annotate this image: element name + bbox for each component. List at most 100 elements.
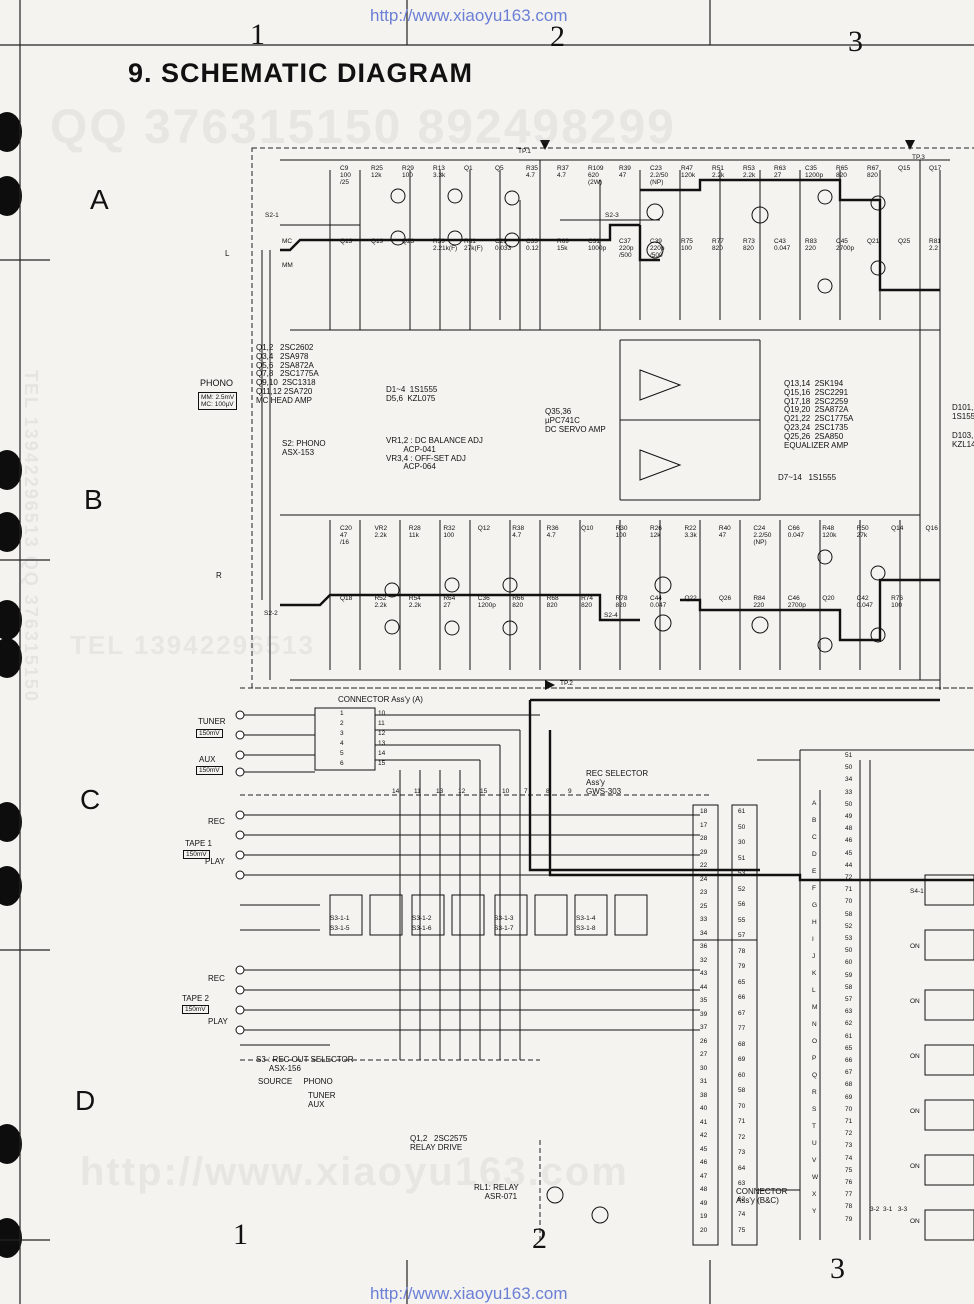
component-value: Q21 <box>867 237 880 245</box>
component-value: Q1 <box>464 165 473 172</box>
s2-4-label: S2-4 <box>604 612 618 619</box>
tuner-spec: 150mV <box>196 729 223 738</box>
tape1-label: TAPE 1 <box>185 839 212 848</box>
watermark-qq: QQ 376315150 892498299 <box>50 101 676 154</box>
component-value: C35 1200p <box>805 165 824 179</box>
pin-number: ON <box>910 1218 920 1225</box>
pin-number: 75 <box>845 1166 853 1174</box>
d103-label: D103,1 KZL14 <box>952 431 974 449</box>
punch-hole <box>0 802 22 842</box>
pin-number: 43 <box>700 970 708 977</box>
pin-number: 60 <box>738 1071 746 1079</box>
pin-number: F <box>812 885 816 892</box>
pin-number: 20 <box>700 1226 708 1234</box>
pin-number: 45 <box>845 849 853 857</box>
pin-number: S <box>812 1106 817 1113</box>
tp1-label: TP.1 <box>518 148 531 155</box>
binder-edge <box>0 0 40 1304</box>
component-value: Q14 <box>891 525 904 532</box>
pin-number: S3-1-3 <box>494 915 514 922</box>
pin-number: 25 <box>700 902 708 910</box>
pin-number: 57 <box>738 932 746 939</box>
pin-number: 65 <box>845 1044 853 1052</box>
pin-number: N <box>812 1021 817 1028</box>
s2-3-label: S2-3 <box>605 212 619 219</box>
component-value: R61 27k(F) <box>464 237 483 252</box>
pin-number: 62 <box>845 1020 853 1028</box>
component-value: R29 100 <box>402 165 414 179</box>
pin-number: 2 <box>340 720 344 727</box>
pin-number: 44 <box>700 983 708 991</box>
pin-number: H <box>812 919 817 926</box>
pin-number: U <box>812 1140 817 1147</box>
punch-hole <box>0 176 22 216</box>
pin-number: S4-1 <box>910 888 924 895</box>
pin-number: 32 <box>700 956 708 964</box>
component-value: R69 15k <box>557 237 569 252</box>
pin-number: 30 <box>700 1064 708 1072</box>
pin-number: S3-1-1 <box>330 915 350 922</box>
pin-number: 29 <box>700 848 708 856</box>
component-value: R83 220 <box>805 237 817 252</box>
column-number-1: 1 <box>250 18 265 51</box>
pin-number: 14 <box>392 788 400 795</box>
s2-1-label: S2-1 <box>265 212 279 219</box>
pin-number: E <box>812 868 817 875</box>
pin-number: 56 <box>738 901 746 908</box>
pin-number: 79 <box>845 1215 853 1223</box>
aux-spec: 150mV <box>196 766 223 775</box>
pin-number: 14 <box>378 750 386 757</box>
pin-number: 71 <box>845 1118 853 1125</box>
pin-number: 65 <box>738 978 746 986</box>
phono-switch-label: S2: PHONO ASX-153 <box>282 439 326 457</box>
pin-number: 67 <box>738 1009 746 1017</box>
pin-number: 77 <box>845 1191 853 1199</box>
pin-number: 49 <box>700 1199 708 1207</box>
pin-number: 47 <box>700 1172 708 1180</box>
pin-number: 17 <box>700 821 708 829</box>
pin-number: 24 <box>700 875 708 883</box>
component-value: R30 100 <box>615 525 628 539</box>
pin-number: 6 <box>340 760 344 767</box>
mc-label: MC <box>282 238 293 245</box>
pin-number: 12 <box>378 730 386 737</box>
pin-number: 69 <box>845 1093 853 1101</box>
pin-number: Q <box>812 1072 818 1079</box>
component-value: C29 0.033 <box>495 237 512 252</box>
pin-number: 67 <box>845 1069 853 1077</box>
component-value: R59 2.21k(F) <box>433 237 458 252</box>
component-value: Q23 <box>402 237 415 245</box>
watermark-tel: TEL 13942296513 <box>70 630 315 660</box>
pin-number: 53 <box>845 935 853 942</box>
pin-number: 64 <box>738 1164 746 1172</box>
pin-number: T <box>812 1123 816 1130</box>
pin-number: 50 <box>845 800 853 808</box>
pin-number: 73 <box>738 1149 746 1156</box>
pin-number: V <box>812 1157 817 1164</box>
pin-number: B <box>812 817 817 824</box>
pin-number: 38 <box>700 1091 708 1099</box>
component-value: Q10 <box>581 525 594 532</box>
component-value: R63 27 <box>774 165 786 179</box>
tuner-aux-label: TUNER AUX <box>308 1091 336 1109</box>
component-value: C24 2.2/50 (NP) <box>753 525 772 546</box>
component-value: Q22 <box>684 595 697 602</box>
rec-selector-label: REC SELECTOR Ass'y GWS-303 <box>586 769 649 796</box>
column-number-2-bottom: 2 <box>532 1222 547 1255</box>
pin-number: 59 <box>845 971 853 979</box>
pin-number: 63 <box>845 1008 853 1016</box>
pin-number: 8 <box>546 788 550 795</box>
pin-number: 13 <box>436 788 444 795</box>
punch-hole <box>0 1124 22 1164</box>
pin-number: A <box>812 800 817 807</box>
tape2-spec: 150mV <box>182 1005 209 1014</box>
pin-number: 34 <box>845 776 853 784</box>
component-value: R26 12k <box>650 525 662 539</box>
punch-hole <box>0 866 22 906</box>
punch-hole <box>0 112 22 152</box>
component-value: R25 12k <box>371 165 383 179</box>
pin-number: 48 <box>700 1186 708 1193</box>
pin-number: 50 <box>738 823 746 831</box>
pin-number: ON <box>910 943 920 950</box>
punch-hole <box>0 638 22 678</box>
